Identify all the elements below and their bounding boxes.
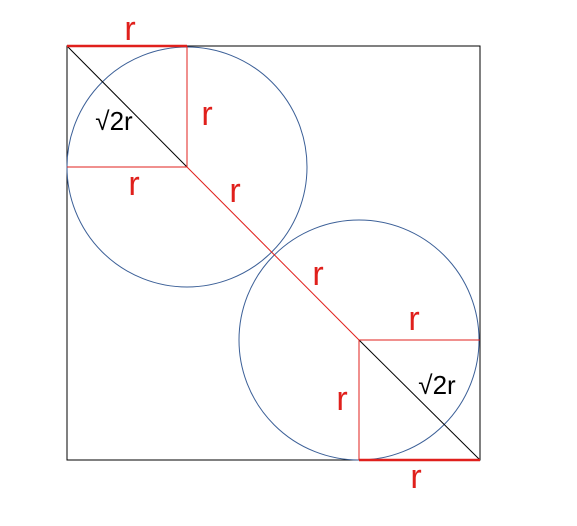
label-r-diagonal-lower: r <box>312 255 323 293</box>
label-r-lower-horizontal: r <box>408 300 419 338</box>
corner-to-center-bottom-right <box>358 339 481 461</box>
label-r-upper-vertical: r <box>201 95 212 133</box>
corner-to-center-top-left <box>66 45 188 168</box>
label-r-lower-vertical: r <box>336 380 347 418</box>
label-r-upper-horizontal: r <box>128 165 139 203</box>
label-r-bottom: r <box>410 458 421 496</box>
center-to-center-line <box>186 166 360 341</box>
label-r-diagonal-upper: r <box>229 172 240 210</box>
outer-square <box>66 45 481 461</box>
label-r-top: r <box>124 10 135 48</box>
label-diagonal-lower-right: √2r <box>418 370 456 400</box>
label-diagonal-upper-left: √2r <box>95 106 133 136</box>
